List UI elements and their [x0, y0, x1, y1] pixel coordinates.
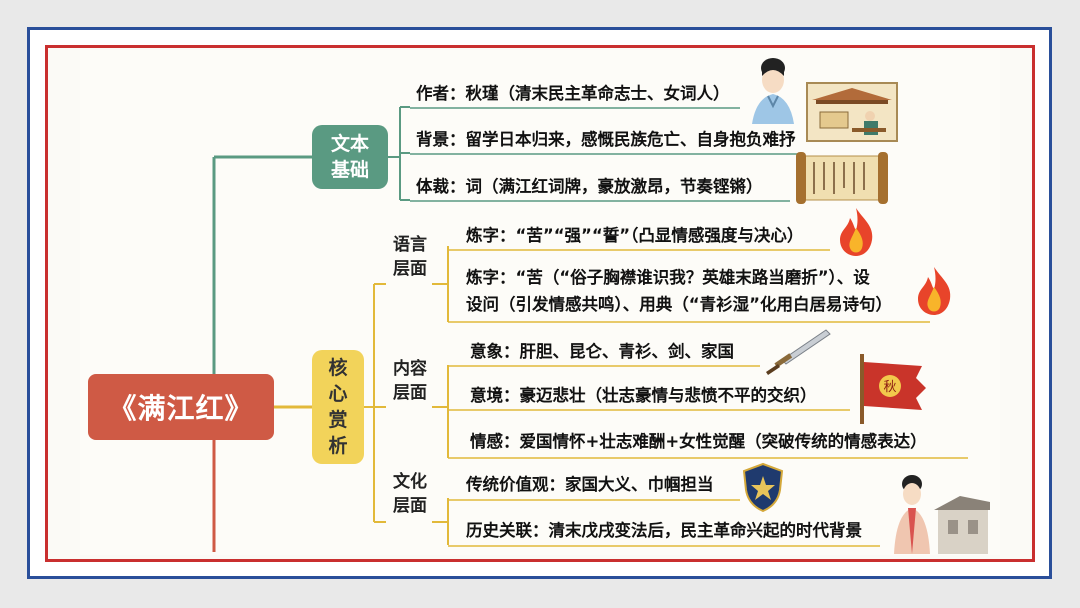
branch-core-analysis-char-4: 析: [328, 435, 348, 457]
branch-core-analysis[interactable]: 核 心 赏 析: [312, 350, 364, 464]
branch-text-basis[interactable]: 文本基础: [312, 125, 388, 189]
root-label: 《满江红》: [108, 392, 254, 425]
fire-icon: [918, 267, 951, 315]
branch-core-analysis-char-2: 心: [328, 383, 348, 405]
label-content-level: 内容 层面: [388, 357, 432, 405]
flag-text: 秋: [883, 380, 896, 395]
leaf-culture-1: 传统价值观：家国大义、巾帼担当: [466, 475, 714, 494]
leaf-content-1: 意象：肝胆、昆仑、青衫、剑、家国: [470, 342, 734, 361]
branch-core-analysis-char-1: 核: [328, 357, 348, 379]
label-language-line1: 语言: [393, 235, 427, 255]
leaf-language-1: 炼字：“苦”“强”“誓”（凸显情感强度与决心）: [466, 226, 804, 245]
leaf-language-2: 炼字：“苦（“俗子胸襟谁识我？英雄末路当磨折”）、设: [466, 268, 870, 287]
label-language-line2: 层面: [393, 259, 427, 279]
label-culture-line2: 层面: [393, 496, 427, 516]
leaf-background: 背景：留学日本归来，感慨民族危亡、自身抱负难抒: [416, 130, 796, 149]
branch-text-basis-label: 文本基础: [330, 133, 369, 181]
root-node[interactable]: 《满江红》: [88, 374, 274, 440]
leaf-author: 作者：秋瑾（清末民主革命志士、女词人）: [416, 84, 730, 103]
label-culture-level: 文化 层面: [388, 470, 432, 518]
scroll-icon: [796, 152, 888, 204]
sword-icon: [766, 329, 831, 375]
branch-core-analysis-char-3: 赏: [328, 409, 348, 431]
label-culture-line1: 文化: [393, 472, 427, 492]
heroine-scene-icon: [894, 475, 990, 554]
leaf-genre: 体裁：词（满江红词牌，豪放激昂，节奏铿锵）: [416, 177, 763, 196]
shield-icon: [742, 462, 784, 512]
woman-portrait-icon: [752, 58, 794, 124]
leaf-content-2: 意境：豪迈悲壮（壮志豪情与悲愤不平的交织）: [470, 386, 817, 405]
fire-icon: [840, 208, 873, 256]
label-content-line1: 内容: [393, 359, 427, 379]
label-language-level: 语言 层面: [388, 233, 432, 281]
leaf-content-3: 情感：爱国情怀+壮志难酬+女性觉醒（突破传统的情感表达）: [470, 432, 927, 451]
study-scene-icon: [806, 82, 898, 142]
leaf-language-3: 设问（引发情感共鸣）、用典（“青衫湿”化用白居易诗句）: [466, 295, 892, 314]
leaf-culture-2: 历史关联：清末戊戌变法后，民主革命兴起的时代背景: [466, 521, 862, 540]
label-content-line2: 层面: [393, 383, 427, 403]
flag-icon: 秋: [860, 354, 926, 424]
